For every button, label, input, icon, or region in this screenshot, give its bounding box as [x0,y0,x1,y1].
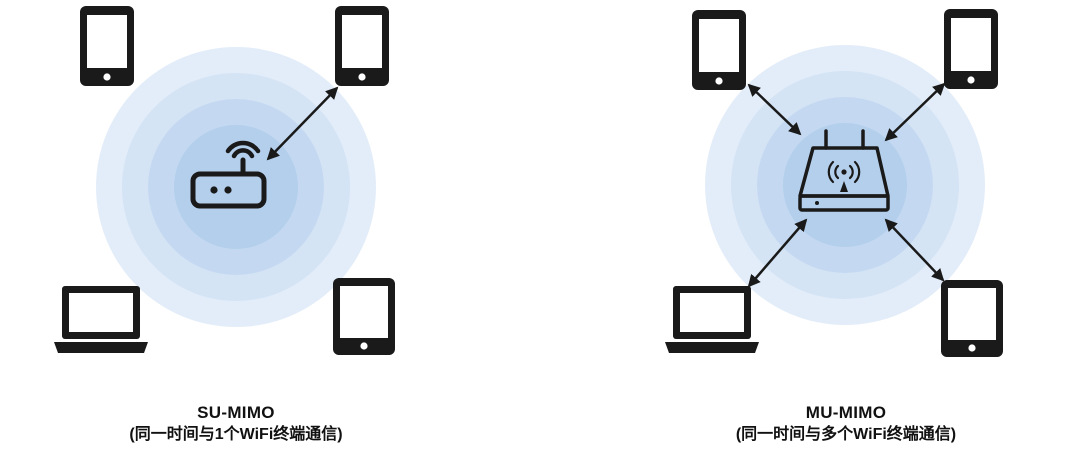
phone-icon [944,9,998,89]
connection-arrows [747,82,946,288]
access-point-icon [798,129,890,212]
laptop-icon [665,286,759,353]
tablet-icon [333,278,395,355]
phone-icon [335,6,389,86]
phone-icon [80,6,134,86]
mu-mimo-title: MU-MIMO [805,403,887,422]
su-mimo-diagram [54,6,395,355]
tablet-icon [941,280,1003,357]
mu-mimo-diagram [665,9,1003,357]
su-mimo-title: SU-MIMO [197,403,275,422]
su-mimo-caption: SU-MIMO (同一时间与1个WiFi终端通信) [56,402,416,446]
connection-arrow [884,82,946,142]
phone-icon [692,10,746,90]
connection-arrow [747,218,808,288]
laptop-icon [54,286,148,353]
mu-mimo-subtitle: (同一时间与多个WiFi终端通信) [735,426,957,443]
su-mimo-subtitle: (同一时间与1个WiFi终端通信) [129,426,343,443]
connection-arrow [747,83,802,136]
connection-arrow [884,218,945,282]
wifi-router-icon [190,140,267,209]
mu-mimo-caption: MU-MIMO (同一时间与多个WiFi终端通信) [666,402,1026,446]
connection-arrow [266,86,339,161]
